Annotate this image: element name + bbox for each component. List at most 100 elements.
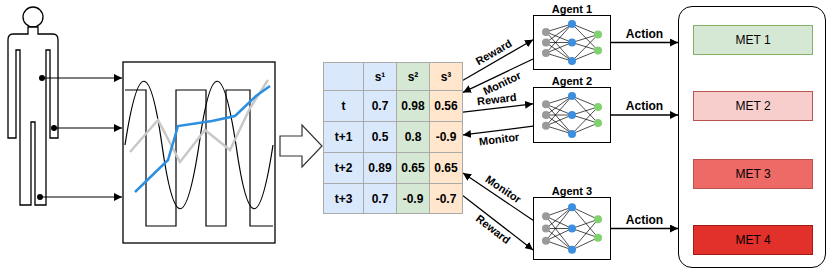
net-neuron xyxy=(568,57,576,65)
met-label: MET 2 xyxy=(735,99,770,113)
row-header: t xyxy=(342,99,346,113)
net-neuron xyxy=(542,225,550,233)
net-link xyxy=(572,35,598,62)
human-figure xyxy=(8,7,58,205)
net-link xyxy=(546,96,572,115)
connector xyxy=(463,196,533,250)
net-link xyxy=(572,50,598,61)
column-header: s¹ xyxy=(375,70,386,84)
table-value: 0.89 xyxy=(368,161,391,175)
met-box: MET 2 xyxy=(693,91,813,121)
net-neuron xyxy=(568,203,576,211)
net-neuron xyxy=(542,28,550,36)
net-link xyxy=(546,229,572,250)
net-neuron xyxy=(568,246,576,254)
connector xyxy=(611,228,678,230)
table-value: 0.65 xyxy=(401,161,424,175)
table-value: 0.5 xyxy=(372,130,389,144)
state-table: s¹s²s³t0.70.980.56t+10.50.8-0.9t+20.890.… xyxy=(323,62,463,214)
agent-frame xyxy=(533,15,611,70)
met-box: MET 4 xyxy=(693,225,813,255)
agent-label: Agent 3 xyxy=(552,185,592,197)
table-cell: 0.7 xyxy=(364,91,397,122)
table-cell: 0.65 xyxy=(430,153,463,184)
net-link xyxy=(546,53,572,61)
net-link xyxy=(546,229,572,241)
net-link xyxy=(546,24,572,43)
row-header: t+1 xyxy=(335,130,353,144)
table-cell: t+1 xyxy=(324,122,364,153)
net-link xyxy=(546,115,572,134)
table-value: -0.9 xyxy=(403,192,424,206)
net-neuron xyxy=(542,111,550,119)
net-neuron xyxy=(542,237,550,245)
table-cell: 0.98 xyxy=(397,91,430,122)
net-link xyxy=(546,207,572,228)
net-neuron xyxy=(568,111,576,119)
agent-title: Agent 1 xyxy=(533,1,611,15)
net-link xyxy=(546,115,572,126)
neural-net-icon xyxy=(534,198,610,259)
net-neuron xyxy=(542,39,550,47)
net-link xyxy=(546,96,572,126)
agent-title: Agent 3 xyxy=(533,183,611,197)
edge-label: Monitor xyxy=(478,132,519,148)
net-link xyxy=(572,24,598,51)
net-link xyxy=(546,216,572,250)
connector xyxy=(463,104,533,112)
net-neuron xyxy=(594,234,602,242)
net-link xyxy=(572,24,598,35)
net-link xyxy=(572,238,598,250)
table-cell: -0.9 xyxy=(397,184,430,214)
column-header: s³ xyxy=(441,70,452,84)
net-link xyxy=(572,107,598,134)
net-neuron xyxy=(568,130,576,138)
connector xyxy=(611,114,678,116)
agent-box: Agent 1 xyxy=(533,1,611,70)
row-header: t+2 xyxy=(335,161,353,175)
net-neuron xyxy=(594,215,602,223)
net-neuron xyxy=(568,225,576,233)
column-header: s² xyxy=(408,70,419,84)
agent-frame xyxy=(533,197,611,260)
table-cell: 0.5 xyxy=(364,122,397,153)
neural-net-icon xyxy=(534,88,610,142)
net-link xyxy=(572,96,598,123)
table-cell: t xyxy=(324,91,364,122)
net-neuron xyxy=(568,39,576,47)
connector xyxy=(463,173,533,220)
met-label: MET 1 xyxy=(735,33,770,47)
met-box: MET 3 xyxy=(693,159,813,189)
table-cell: 0.56 xyxy=(430,91,463,122)
net-link xyxy=(546,207,572,241)
net-link xyxy=(546,126,572,134)
net-link xyxy=(572,229,598,238)
net-neuron xyxy=(542,100,550,108)
agent-label: Agent 2 xyxy=(552,75,592,87)
edge-label: Reward xyxy=(477,91,518,107)
met-label: MET 4 xyxy=(735,233,770,247)
net-link xyxy=(546,24,572,53)
edge-label: Action xyxy=(626,28,663,40)
sensor-dots xyxy=(37,75,57,200)
table-value: -0.9 xyxy=(436,130,457,144)
net-link xyxy=(572,207,598,238)
net-link xyxy=(546,32,572,61)
agent-label: Agent 1 xyxy=(552,3,592,15)
met-box: MET 1 xyxy=(693,25,813,55)
met-group: MET 1 MET 2 MET 3 MET 4 xyxy=(678,6,826,268)
neural-net-icon xyxy=(534,16,610,69)
table-value: 0.65 xyxy=(434,161,457,175)
net-neuron xyxy=(568,92,576,100)
table-cell: 0.7 xyxy=(364,184,397,214)
net-link xyxy=(572,43,598,51)
net-link xyxy=(572,96,598,107)
net-link xyxy=(572,219,598,250)
net-neuron xyxy=(594,119,602,127)
net-neuron xyxy=(542,212,550,220)
agent-box: Agent 3 xyxy=(533,183,611,260)
table-value: 0.7 xyxy=(372,192,389,206)
agent-frame xyxy=(533,87,611,143)
net-neuron xyxy=(594,103,602,111)
